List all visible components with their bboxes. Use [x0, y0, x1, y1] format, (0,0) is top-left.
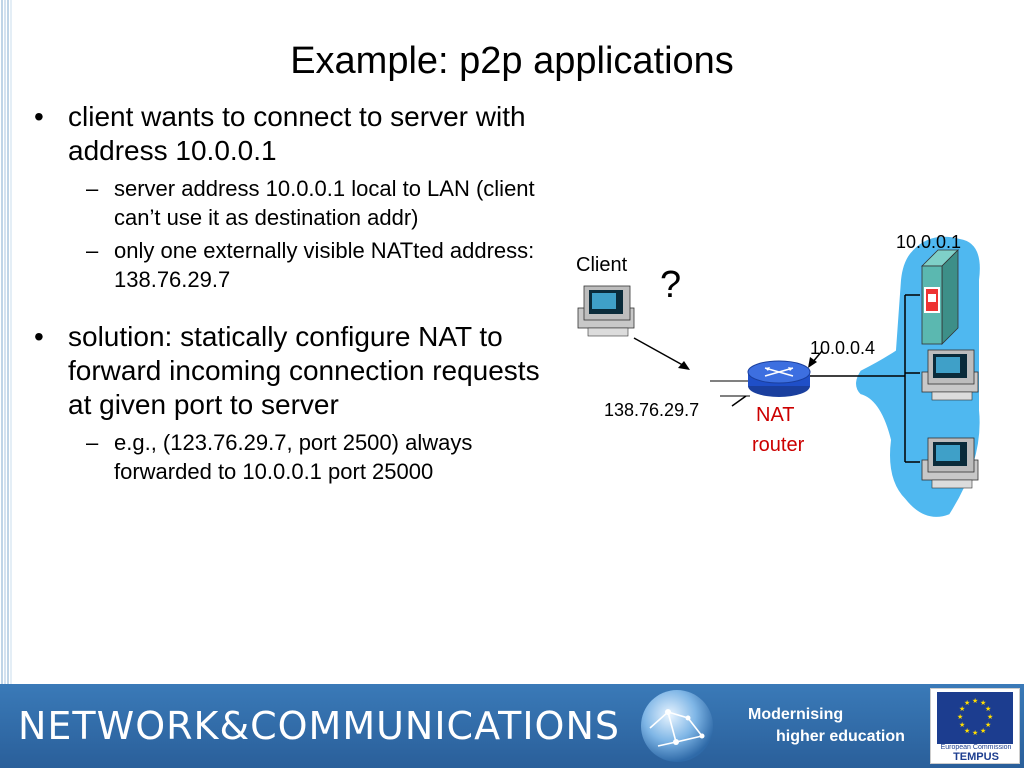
logo-big-text: TEMPUS — [953, 751, 999, 763]
tagline-line1: Modernising — [748, 706, 844, 723]
eu-flag-icon: ★★★ ★★★ ★★★ ★★★ — [937, 692, 1013, 744]
tagline-line2: higher education — [776, 728, 905, 745]
bullet-list: client wants to connect to server with a… — [30, 100, 550, 486]
svg-text:★: ★ — [964, 699, 970, 707]
footer-banner: NETWORK&COMMUNICATIONS Modernising highe… — [0, 684, 1024, 768]
question-mark: ? — [660, 264, 682, 306]
footer-title: NETWORK&COMMUNICATIONS — [18, 704, 621, 748]
router-wan-ip-label: 138.76.29.7 — [604, 400, 700, 420]
client-label: Client — [576, 254, 628, 276]
svg-text:★: ★ — [957, 713, 963, 721]
svg-text:★: ★ — [964, 727, 970, 735]
svg-text:★: ★ — [980, 727, 986, 735]
globe-logo-icon — [641, 690, 713, 762]
bullet-1: client wants to connect to server with a… — [30, 100, 550, 168]
svg-text:★: ★ — [972, 697, 978, 705]
lan-computer-1-icon — [921, 349, 979, 401]
slide-title: Example: p2p applications — [290, 40, 734, 82]
server-icon — [921, 249, 959, 345]
nat-diagram: Client ? 10.0.0.1 10.0.0.4 138.76.29.7 N… — [560, 220, 1024, 540]
client-computer-icon — [577, 285, 635, 337]
svg-text:★: ★ — [985, 705, 991, 713]
svg-text:★: ★ — [959, 721, 965, 729]
decorative-edge-lines — [1, 0, 12, 684]
server-ip-label: 10.0.0.1 — [896, 232, 962, 252]
bullet-2: solution: statically configure NAT to fo… — [30, 320, 550, 422]
svg-text:★: ★ — [980, 699, 986, 707]
svg-text:★: ★ — [972, 729, 978, 737]
nat-label-line2: router — [752, 434, 805, 456]
svg-text:★: ★ — [987, 713, 993, 721]
sub-bullet-1-2: only one externally visible NATted addre… — [30, 236, 550, 294]
sub-bullet-2-1: e.g., (123.76.29.7, port 2500) always fo… — [30, 428, 550, 486]
svg-text:★: ★ — [985, 721, 991, 729]
router-icon — [747, 360, 811, 397]
logo-small-text: European Commission — [940, 744, 1012, 751]
nat-label-line1: NAT — [756, 404, 795, 426]
sub-bullet-1-1: server address 10.0.0.1 local to LAN (cl… — [30, 174, 550, 232]
tempus-logo: ★★★ ★★★ ★★★ ★★★ European Commission TEMP… — [930, 688, 1020, 764]
svg-text:★: ★ — [959, 705, 965, 713]
lan-computer-2-icon — [921, 437, 979, 489]
router-lan-ip-label: 10.0.0.4 — [810, 338, 876, 358]
